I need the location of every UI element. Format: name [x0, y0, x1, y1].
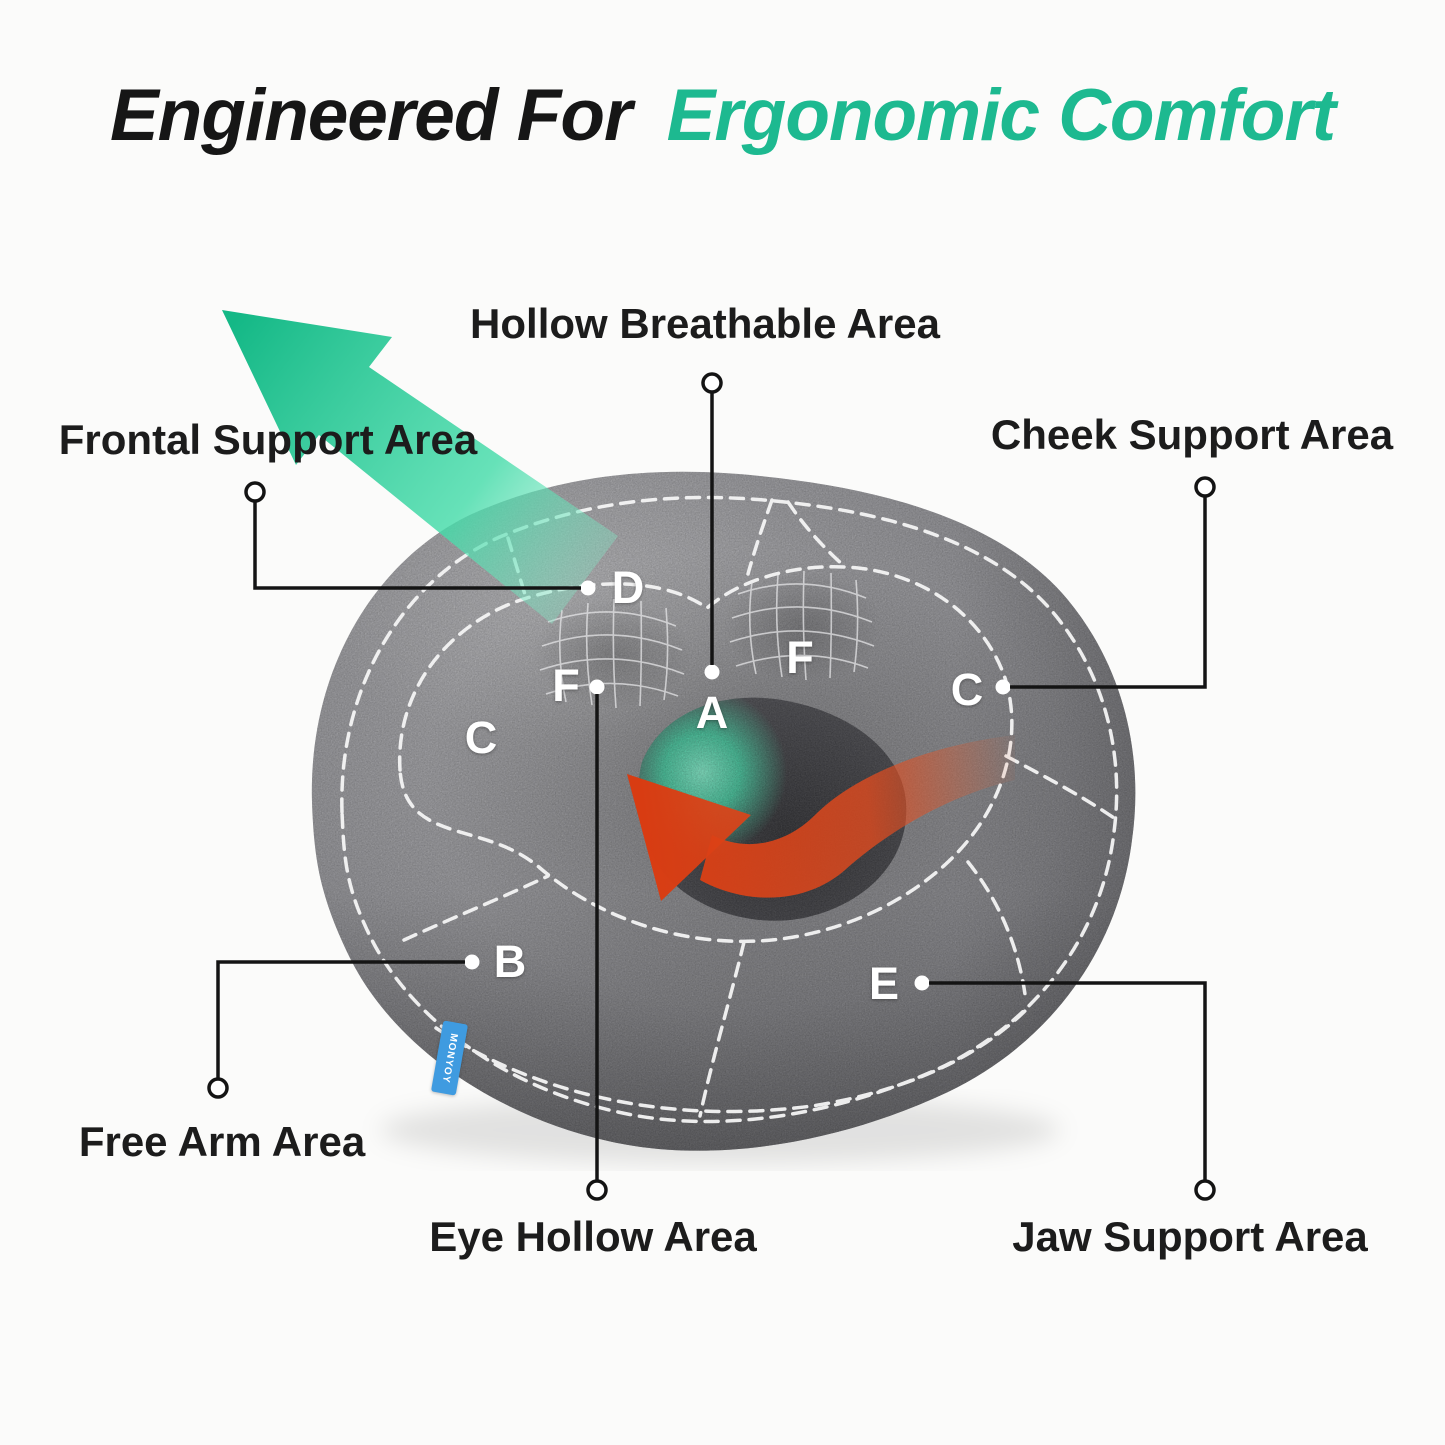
callout-rings: [207, 372, 1216, 1201]
callout-ring-free-arm: [207, 1077, 229, 1099]
anchor-dot-c-right: [995, 679, 1011, 695]
zone-letter-d: D: [611, 562, 645, 613]
callout-ring-eye-hollow: [586, 1179, 608, 1201]
seam-bottom-stitch: [434, 1006, 1030, 1114]
zone-letter-c-left: C: [464, 712, 498, 763]
green-airflow-arrow: [222, 310, 618, 624]
seam-divider-bottom-center: [698, 940, 746, 1118]
mesh-grid-left: [539, 598, 685, 709]
callout-line-frontal-support: [253, 501, 581, 590]
label-frontal-support-area: Frontal Support Area: [58, 416, 478, 463]
callout-line-cheek-support: [1010, 496, 1207, 689]
callout-ring-jaw-support: [1194, 1179, 1216, 1201]
title-highlight: Ergonomic Comfort: [666, 75, 1336, 156]
callout-ring-cheek-support: [1194, 476, 1216, 498]
zone-letter-f-left: F: [552, 660, 580, 711]
label-jaw-support-area: Jaw Support Area: [1012, 1213, 1368, 1260]
anchor-dot-a: [704, 664, 720, 680]
zone-letter-e: E: [868, 958, 900, 1009]
zone-anchor-dots: [464, 580, 1011, 991]
seam-divider-top-v-right: [786, 500, 846, 568]
label-free-arm-area: Free Arm Area: [78, 1118, 366, 1165]
anchor-dot-e: [914, 975, 930, 991]
zone-letter-c-right: C: [950, 664, 984, 715]
orange-airflow-arrow: [627, 735, 1015, 901]
callout-line-free-arm: [216, 960, 465, 1079]
label-hollow-breathable-area: Hollow Breathable Area: [470, 300, 940, 347]
mesh-grid-right: [729, 570, 875, 681]
anchor-dot-d: [580, 580, 596, 596]
label-cheek-support-area: Cheek Support Area: [990, 411, 1394, 458]
zone-letter-a: A: [695, 687, 729, 738]
seam-divider-right: [1004, 754, 1116, 820]
anchor-dot-b: [464, 954, 480, 970]
zone-letter-f-right: F: [786, 632, 814, 683]
zone-letter-b: B: [493, 936, 527, 987]
callout-ring-hollow-breathable: [701, 372, 723, 394]
seam-divider-top-v-left: [746, 498, 774, 576]
label-eye-hollow-area: Eye Hollow Area: [429, 1213, 757, 1260]
callout-line-jaw-support: [929, 981, 1207, 1181]
callout-connectors: [216, 392, 1207, 1181]
page-title: Engineered For Ergonomic Comfort: [0, 74, 1445, 157]
anchor-dot-f: [589, 679, 605, 695]
seam-divider-bottom-left: [402, 874, 550, 942]
title-prefix: Engineered For: [109, 75, 632, 156]
callout-ring-frontal-support: [244, 481, 266, 503]
